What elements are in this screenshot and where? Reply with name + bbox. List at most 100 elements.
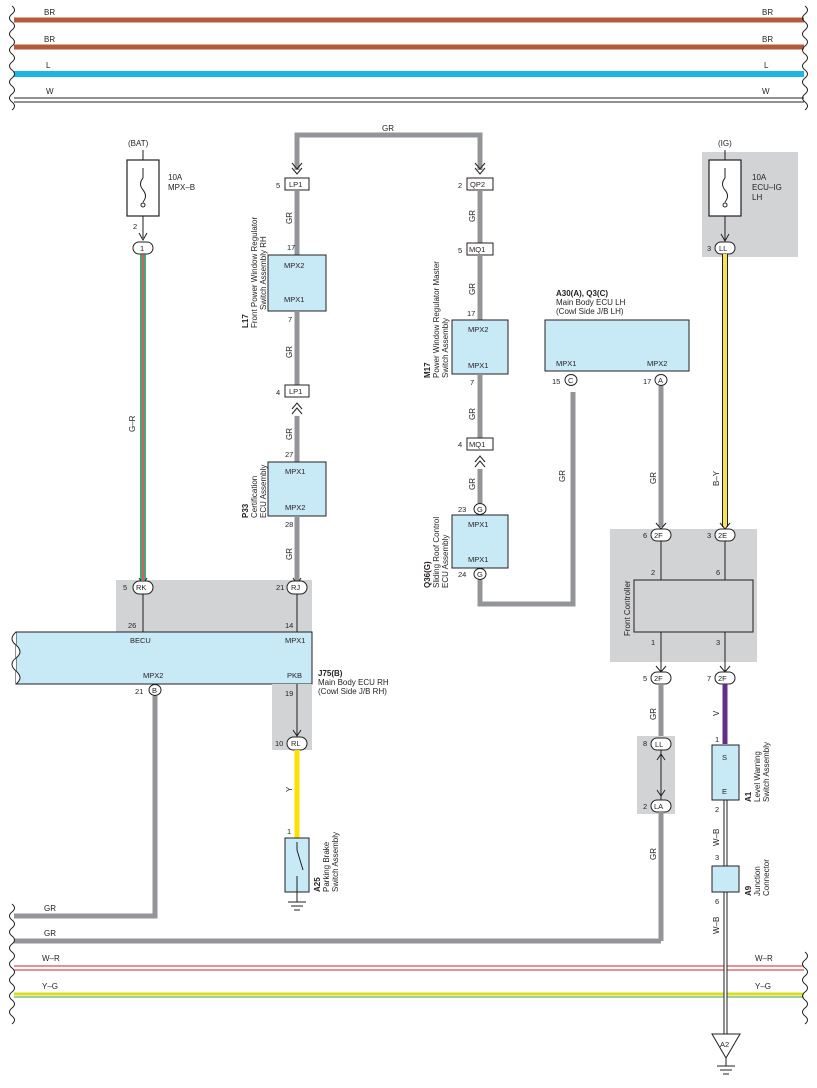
wire-gr [14,696,158,919]
block-break-mark [11,631,21,685]
male-terminal-mark [656,753,666,761]
wire-label: GR [382,124,394,133]
connector-chevron [474,162,486,175]
pin-number: 17 [287,243,295,252]
pin-number: 5 [276,181,280,190]
wire-label: GR [285,548,294,560]
pin-number: 3 [715,853,719,862]
a9-block [711,865,740,893]
front-controller-block [633,579,754,633]
wire-break-mark [9,903,15,1025]
pin-number: 2 [651,568,655,577]
male-terminal-mark [656,789,666,797]
component-name: Switch Assembly RH [259,236,268,310]
pin-number: 7 [288,315,292,324]
bus-label-left: GR [44,904,56,913]
wire-label: B–Y [712,470,721,486]
component-code: A25 [313,877,322,892]
q36-block [451,514,509,569]
pin-number: 3 [716,638,720,647]
terminal-label: MPX1 [285,636,305,645]
a1-block [711,744,740,801]
pin-number: 6 [716,568,720,577]
connector-label: LL [719,244,727,253]
connector-label: G [477,505,483,514]
connector-mq1-bottom [466,437,494,451]
connector-label: A [658,376,663,385]
wire-label: GR [468,283,477,295]
connector-label: 2F [654,531,663,540]
terminal-label: MPX2 [285,503,305,512]
component-name: Front Controller [623,580,632,636]
fuse-terminal [140,202,146,208]
connector-lp1-bottom [284,384,310,398]
connector-chevron [291,402,303,415]
bus-label-left: W [46,87,54,96]
wire-label: W–B [712,829,721,846]
terminal-label: MPX2 [647,359,667,368]
component-name: Main Body ECU LH [556,298,626,307]
terminal-label: MPX2 [143,671,163,680]
connector-label: B [152,686,157,695]
wire-gr [477,392,576,607]
pin-number: 1 [651,638,655,647]
fuse-terminal [722,202,728,208]
wire-break-mark [802,5,808,111]
gr-loop-top: GR [291,124,486,175]
main-body-ecu-rh: 5 RK 21 RJ 26 14 BECU MPX1 MPX2 PKB J75(… [11,576,389,919]
wire-w-b-fill [724,958,727,1004]
component-name: Switch Assembly [762,742,771,802]
pin-number: 14 [285,621,293,630]
terminal-label: MPX1 [468,361,488,370]
wire-label: GR [468,478,477,490]
wire-label: GR [285,212,294,224]
connector-pin: 1 [140,244,144,253]
fuse-name: LH [752,193,762,202]
pin-number: 3 [707,244,711,253]
component-name: Junction [753,866,762,896]
wire-label: GR [649,708,658,720]
level-warning-circuit: V 1 S E A1 Level Warning Switch Assembly… [711,684,771,1075]
component-code: M17 [423,362,432,378]
terminal-label: PKB [287,671,302,680]
component-name: Connector [762,859,771,896]
pin-number: 24 [458,570,466,579]
ground-label: A2 [720,1040,729,1049]
terminal-label: BECU [130,636,151,645]
wire-break-mark [9,5,15,111]
l17-front-pw-switch-rh: 5 LP1 GR 17 MPX2 MPX1 7 GR 4 LP1 L17 Fro… [241,177,327,415]
connector-label: 2F [654,674,663,683]
pin-number: 1 [715,735,719,744]
pin-number: 2 [643,802,647,811]
component-name: Main Body ECU RH [318,678,389,687]
m17-pw-master-switch: 2 QP2 GR 5 MQ1 GR 17 MPX2 MPX1 7 GR 4 MQ… [423,177,509,503]
component-code: P33 [241,503,250,518]
terminal-label: MPX2 [284,261,304,270]
wire-label: G–R [128,415,137,432]
terminal-label: MPX2 [468,325,488,334]
pin-number: 5 [643,674,647,683]
pin-number: 10 [275,739,283,748]
connector-label: MQ1 [469,245,485,254]
bus-label-left: BR [44,35,55,44]
connector-c [564,374,578,386]
wire-label: Y [285,786,294,792]
switch-contact [296,849,304,871]
connector-label: QP2 [470,180,485,189]
pin-number: 4 [276,388,280,397]
connector-label: RJ [291,583,300,592]
pin-number: 26 [128,621,136,630]
connector-label: 2F [718,674,727,683]
bus-label-left: Y–G [42,982,58,991]
pin-number: 17 [643,377,651,386]
bus-label-left: W–R [42,954,60,963]
component-name: ECU Assembly [441,535,450,588]
wire-label: GR [468,210,477,222]
pin-number: 5 [123,583,127,592]
bus-label-left: BR [44,8,55,17]
component-name: Sliding Roof Control [432,517,441,588]
male-terminal-mark [292,729,302,737]
main-ecu-lh-block [544,319,690,372]
terminal-label: S [722,753,727,762]
gr-lower-right: GR 8 LL 2 LA GR [637,684,675,941]
